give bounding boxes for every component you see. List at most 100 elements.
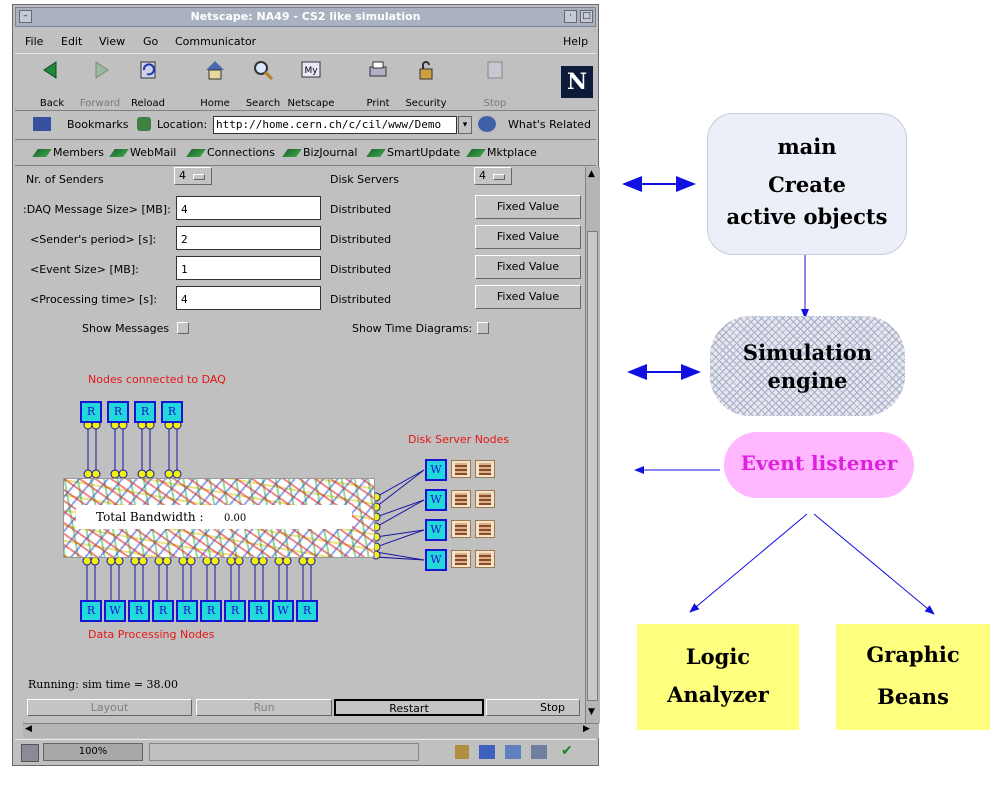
forward-button[interactable]: Forward [72, 58, 128, 109]
daq-node[interactable]: R [134, 401, 156, 423]
home-button[interactable]: Home [187, 58, 243, 109]
stop-button[interactable]: Stop [467, 58, 523, 109]
run-button[interactable]: Run [196, 699, 332, 716]
disk-servers-select[interactable]: 4 [474, 167, 512, 185]
link-port [162, 556, 172, 566]
show-time-diagrams-checkbox[interactable] [477, 322, 489, 334]
connections-link[interactable]: Connections [186, 146, 275, 159]
processing-node[interactable]: R [152, 600, 174, 622]
menu-view[interactable]: View [99, 35, 126, 48]
processing-node[interactable]: R [248, 600, 270, 622]
checkmark-icon[interactable]: ✔ [561, 743, 573, 759]
composer-icon[interactable] [531, 745, 547, 759]
webmail-link[interactable]: WebMail [109, 146, 176, 159]
processing-node[interactable]: R [200, 600, 222, 622]
mailbox-icon[interactable] [479, 745, 495, 759]
disk-servers-label: Disk Servers [330, 173, 399, 186]
bookmarks-button[interactable]: Bookmarks [67, 118, 129, 131]
daq-node[interactable]: R [107, 401, 129, 423]
security-button[interactable]: Security [398, 58, 454, 109]
event-to-graphic-arrow [813, 513, 935, 615]
disk-server-node[interactable]: W [425, 489, 447, 511]
minimize-icon[interactable]: · [564, 10, 577, 23]
whats-related-button[interactable]: What's Related [508, 118, 591, 131]
print-label: Print [366, 98, 390, 109]
menu-communicator[interactable]: Communicator [175, 35, 257, 48]
menu-help[interactable]: Help [563, 35, 589, 48]
title-bar[interactable]: – Netscape: NA49 - CS2 like simulation ·… [15, 7, 596, 27]
vertical-scrollbar[interactable]: ▲ ▼ [585, 167, 600, 723]
netscape-button[interactable]: My Netscape [283, 58, 339, 109]
reload-icon [140, 61, 156, 79]
members-link[interactable]: Members [32, 146, 104, 159]
restart-button[interactable]: Restart [334, 699, 484, 716]
daq-size-fixed-button[interactable]: Fixed Value [475, 195, 581, 219]
link-port [138, 556, 148, 566]
disk-server-node[interactable]: W [425, 519, 447, 541]
daq-nodes-title: Nodes connected to DAQ [88, 373, 226, 386]
back-button[interactable]: Back [24, 58, 80, 109]
search-button[interactable]: Search [235, 58, 291, 109]
bandwidth-label: Total Bandwidth : [96, 510, 204, 524]
reload-button[interactable]: Reload [120, 58, 176, 109]
processing-node[interactable]: W [104, 600, 126, 622]
event-size-input[interactable]: 1 [176, 256, 321, 280]
discussion-icon[interactable] [505, 745, 521, 759]
disk-icon [475, 520, 495, 538]
link-port [298, 556, 308, 566]
processing-node[interactable]: W [272, 600, 294, 622]
forward-label: Forward [79, 98, 121, 109]
processing-node[interactable]: R [80, 600, 102, 622]
window-menu-icon[interactable]: – [19, 10, 32, 23]
sender-period-input[interactable]: 2 [176, 226, 321, 250]
daq-node[interactable]: R [161, 401, 183, 423]
status-bar: 100% ✔ [15, 739, 596, 764]
link-port [90, 556, 100, 566]
page-proxy-icon[interactable] [137, 117, 151, 131]
scroll-right-icon[interactable]: ▶ [583, 724, 590, 734]
processing-time-input[interactable]: 4 [176, 286, 321, 310]
link-port [202, 556, 212, 566]
senders-select[interactable]: 4 [174, 167, 212, 185]
horizontal-scrollbar[interactable]: ◀ ▶ [23, 723, 599, 738]
stop-sim-button[interactable]: Stop [486, 699, 580, 716]
maximize-icon[interactable]: □ [580, 10, 593, 23]
disk-icon [451, 460, 471, 478]
link-port [282, 556, 292, 566]
sim-node-line2: engine [767, 368, 848, 393]
vertical-scroll-thumb[interactable] [587, 231, 598, 701]
sender-period-fixed-button[interactable]: Fixed Value [475, 225, 581, 249]
layout-button[interactable]: Layout [27, 699, 192, 716]
security-status-icon[interactable] [21, 744, 39, 762]
whats-related-icon [478, 116, 496, 132]
disk-server-node[interactable]: W [425, 549, 447, 571]
processing-nodes-title: Data Processing Nodes [88, 628, 215, 641]
daq-node[interactable]: R [80, 401, 102, 423]
url-input[interactable]: http://home.cern.ch/c/cil/www/Demo [213, 116, 457, 134]
menu-go[interactable]: Go [143, 35, 159, 48]
show-messages-checkbox[interactable] [177, 322, 189, 334]
processing-node[interactable]: R [224, 600, 246, 622]
menu-file[interactable]: File [25, 35, 44, 48]
scroll-left-icon[interactable]: ◀ [25, 724, 32, 734]
processing-node[interactable]: R [296, 600, 318, 622]
scroll-up-icon[interactable]: ▲ [588, 169, 595, 179]
smartupdate-link[interactable]: SmartUpdate [366, 146, 460, 159]
processing-time-fixed-button[interactable]: Fixed Value [475, 285, 581, 309]
mktplace-link[interactable]: Mktplace [466, 146, 537, 159]
url-dropdown-icon[interactable]: ▾ [458, 116, 472, 134]
window-title: Netscape: NA49 - CS2 like simulation [190, 10, 421, 23]
processing-node[interactable]: R [128, 600, 150, 622]
event-size-fixed-button[interactable]: Fixed Value [475, 255, 581, 279]
graphic-line2: Beans [877, 684, 949, 709]
stop-icon [487, 61, 503, 79]
scroll-down-icon[interactable]: ▼ [588, 707, 595, 717]
processing-node[interactable]: R [176, 600, 198, 622]
disk-server-node[interactable]: W [425, 459, 447, 481]
bizjournal-link[interactable]: BizJournal [282, 146, 357, 159]
print-button[interactable]: Print [350, 58, 406, 109]
menu-edit[interactable]: Edit [61, 35, 83, 48]
navigator-icon[interactable] [455, 745, 469, 759]
daq-size-input[interactable]: 4 [176, 196, 321, 220]
netscape-logo-icon[interactable]: N [561, 66, 593, 98]
